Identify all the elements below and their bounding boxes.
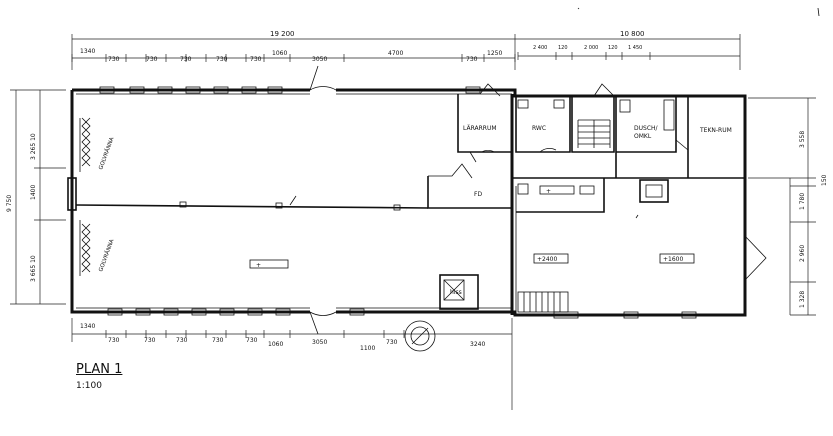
room-fd: FD <box>474 191 482 198</box>
dim-bottom-0: 1340 <box>80 323 95 330</box>
dim-overall-right: 10 800 <box>620 30 645 38</box>
hiss: hiss <box>439 274 479 310</box>
dim-top-1: 730 <box>108 56 120 63</box>
dim-top-right-0: 2 400 <box>533 45 547 51</box>
left-end: GOLVRÄNNA GOLVRÄNNA <box>67 117 116 276</box>
dim-bottom-3: 730 <box>176 337 188 344</box>
windows <box>99 86 697 319</box>
dim-left-0: 3 265 10 <box>30 133 37 160</box>
level-1600: +1600 <box>659 253 695 264</box>
dim-top-right-1: 120 <box>558 45 568 51</box>
svg-text:+1600: +1600 <box>663 256 683 263</box>
dim-bottom-8: 1100 <box>360 345 375 352</box>
dim-bottom-6: 1060 <box>268 341 283 348</box>
dim-right-1: 150 <box>821 174 828 186</box>
service-rooms: LÄRARRUM RWC DUSCH/ OMKL TEKN-RUM <box>457 83 732 178</box>
outer-walls <box>70 88 747 317</box>
level-2400: +2400 <box>533 253 569 264</box>
svg-text:+: + <box>546 188 551 195</box>
plan-title: PLAN 1 <box>76 362 123 377</box>
label-golvranna-top: GOLVRÄNNA <box>97 136 115 171</box>
left-dimensions: 9 750 3 265 10 1400 3 665 10 <box>6 89 66 305</box>
bottom-dimensions: 1340 730 730 730 730 730 1060 3050 1100 … <box>71 318 513 410</box>
room-dusch: DUSCH/ OMKL <box>634 125 659 140</box>
stairs-upper <box>577 119 611 148</box>
dim-top-10: 1250 <box>487 50 502 57</box>
dim-left-1: 1400 <box>30 185 37 200</box>
room-dusch-line2: OMKL <box>634 133 652 140</box>
top-dimensions: 19 200 10 800 1340 730 730 730 730 730 1… <box>71 30 741 70</box>
dim-top-6: 1060 <box>272 50 287 57</box>
dim-bottom-1: 730 <box>108 337 120 344</box>
dim-bottom-7: 3050 <box>312 339 327 346</box>
dim-bottom-10: 3240 <box>470 341 485 348</box>
bottom-door <box>309 311 337 335</box>
dim-top-9: 730 <box>466 56 478 63</box>
room-lararrum: LÄRARRUM <box>463 125 497 132</box>
dim-top-4: 730 <box>216 56 228 63</box>
dim-top-right-2: 2 000 <box>584 45 598 51</box>
dim-right-2: 1 780 <box>799 193 806 210</box>
dim-left-2: 3 665 10 <box>30 255 37 282</box>
annex-corridor: + <box>512 177 745 219</box>
dim-bottom-5: 730 <box>246 337 258 344</box>
gutter-grate-top <box>81 117 91 167</box>
dim-top-8: 4700 <box>388 50 403 57</box>
dim-top-5: 730 <box>250 56 262 63</box>
central-wall <box>75 195 429 211</box>
stairs-lower <box>517 291 569 313</box>
svg-text:+: + <box>256 262 261 269</box>
dim-top-right-3: 120 <box>608 45 618 51</box>
dim-left-overall: 9 750 <box>6 195 13 212</box>
dim-top-7: 3050 <box>312 56 327 63</box>
level-main: + <box>249 259 289 269</box>
dim-top-0: 1340 <box>80 48 95 55</box>
svg-text:+2400: +2400 <box>537 256 557 263</box>
dim-right-3: 2 960 <box>799 245 806 262</box>
gutter-grate-bottom <box>81 223 91 273</box>
column-marker <box>404 320 436 352</box>
fd-room: FD <box>427 163 512 209</box>
dim-bottom-4: 730 <box>212 337 224 344</box>
dim-top-2: 730 <box>146 56 158 63</box>
label-hiss: hiss <box>450 289 462 296</box>
label-golvranna-bottom: GOLVRÄNNA <box>97 238 115 273</box>
room-tekn: TEKN-RUM <box>699 127 732 134</box>
plan-scale: 1:100 <box>76 381 102 391</box>
dim-bottom-2: 730 <box>144 337 156 344</box>
room-rwc: RWC <box>532 125 546 132</box>
right-door <box>744 235 767 281</box>
dim-top-right-4: 1 450 <box>628 45 642 51</box>
dim-overall-left: 19 200 <box>270 30 295 38</box>
dim-bottom-9: 730 <box>386 339 398 346</box>
right-dimensions: 3 558 150 1 780 2 960 1 328 <box>748 97 828 316</box>
top-door <box>309 65 337 91</box>
room-dusch-line1: DUSCH/ <box>634 125 659 132</box>
dim-right-4: 1 328 <box>799 291 806 308</box>
dim-top-3: 730 <box>180 56 192 63</box>
dim-right-0: 3 558 <box>799 131 806 148</box>
